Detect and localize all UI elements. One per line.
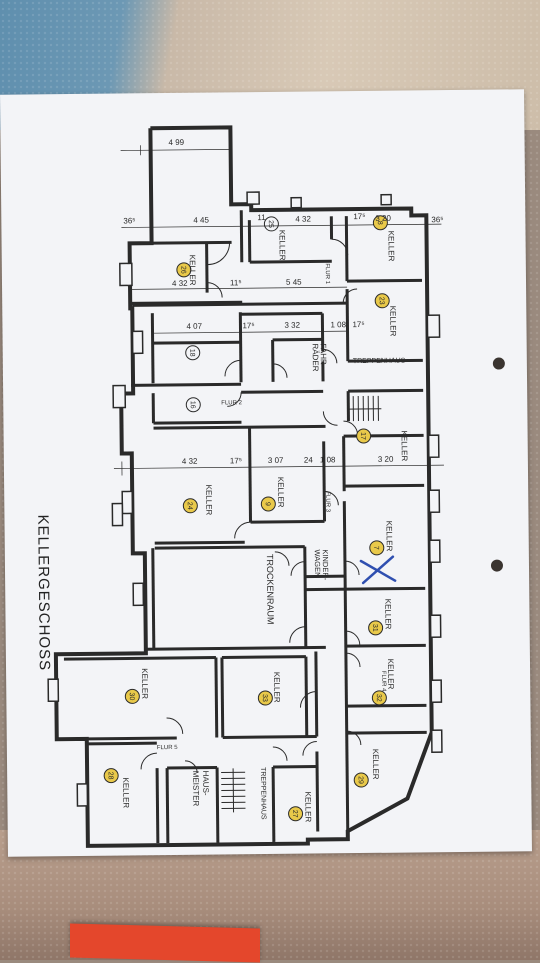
dim-332: 3 32 (284, 321, 300, 330)
room-9-label: KELLER (276, 477, 285, 508)
room-23-number: 23 (378, 297, 385, 305)
kinderwagen-label-2: WAGEN (313, 549, 322, 577)
dim-432c: 4 32 (172, 279, 188, 288)
floor-plan: KELLER 26 KELLER 25 KELLER 8 KELLER 23 1… (0, 89, 532, 856)
room-33-label: KELLER (272, 672, 281, 703)
flur3-label: FLUR 3 (324, 491, 330, 512)
room-29-label: KELLER (371, 749, 380, 780)
room-7-label: KELLER (385, 521, 394, 552)
floor-plan-sheet: KELLERGESCHOSS (0, 89, 532, 856)
dim-365a: 36⁵ (123, 216, 135, 225)
room-17-label: KELLER (400, 431, 409, 462)
room-17-number: 17 (359, 432, 366, 440)
dim-320a: 3 20 (375, 214, 391, 223)
dim-545: 5 45 (286, 278, 302, 287)
dim-108b: 1 08 (320, 455, 336, 464)
room-32-label: KELLER (386, 659, 395, 690)
room-31-number: 31 (371, 624, 378, 632)
room-16-number: 16 (189, 401, 196, 409)
hausmeister-label-1: HAUS- (201, 771, 210, 796)
room-27-number: 27 (291, 810, 298, 818)
blue-cross-mark (361, 557, 395, 583)
flur5-label: FLUR 5 (157, 745, 178, 751)
dim-175c: 17⁵ (230, 456, 242, 465)
light-wells (43, 190, 444, 806)
room-9-number: 9 (264, 502, 271, 506)
dim-24: 24 (304, 456, 314, 465)
treppenhaus-top-label: TREPPENHAUS (353, 358, 406, 366)
room-31-label: KELLER (383, 599, 392, 630)
room-26-label: KELLER (188, 255, 197, 286)
flur2-label: FLUR 2 (221, 400, 242, 406)
dim-108a: 1 08 (330, 320, 346, 329)
dim-432d: 4 32 (182, 457, 198, 466)
treppenhaus-bottom-label: TREPPENHAUS (259, 767, 267, 820)
dim-175a: 17⁵ (242, 321, 254, 330)
orange-folder (70, 924, 260, 963)
room-28-number: 28 (107, 772, 114, 780)
room-24-number: 24 (186, 502, 193, 510)
dim-365b: 36⁵ (431, 215, 443, 224)
room-30-label: KELLER (140, 668, 149, 699)
dim-307: 3 07 (268, 456, 284, 465)
room-23-label: KELLER (388, 306, 397, 337)
flur1-label: FLUR 1 (324, 263, 330, 284)
flur4-label: FLUR 4 (380, 671, 386, 692)
dimension-labels: 4 99 4 45 4 32 3 20 36⁵ 36⁵ 4 32 11⁵ 5 4… (122, 135, 446, 466)
room-7-number: 7 (372, 546, 379, 550)
room-29-number: 29 (357, 776, 364, 784)
dim-175d: 17⁵ (353, 212, 365, 221)
dim-11: 11 (257, 213, 266, 222)
room-24-label: KELLER (204, 485, 213, 516)
dim-499: 4 99 (168, 138, 184, 147)
room-18-number: 18 (188, 349, 195, 357)
room-28-label: KELLER (121, 777, 130, 808)
dim-407: 4 07 (186, 322, 202, 331)
room-30-number: 30 (128, 692, 135, 700)
room-32-number: 32 (375, 694, 382, 702)
room-27-label: KELLER (303, 792, 312, 823)
room-33-number: 33 (261, 694, 268, 702)
dim-445: 4 45 (193, 216, 209, 225)
hausmeister-label-2: MEISTER (191, 771, 200, 807)
stairs-top (348, 396, 381, 421)
room-25-label: KELLER (277, 230, 286, 261)
dim-115: 11⁵ (230, 278, 242, 287)
dim-175b: 17⁵ (352, 320, 364, 329)
trockenraum-label: TROCKENRAUM (265, 554, 276, 625)
fahrrader-label-2: RÄDER (311, 343, 320, 371)
dim-320b: 3 20 (378, 455, 394, 464)
dim-432a: 4 32 (295, 215, 311, 224)
stairs-bottom (221, 768, 245, 812)
room-26-number: 26 (179, 266, 186, 274)
room-8-label: KELLER (386, 231, 395, 262)
room-25-number: 25 (267, 220, 274, 228)
